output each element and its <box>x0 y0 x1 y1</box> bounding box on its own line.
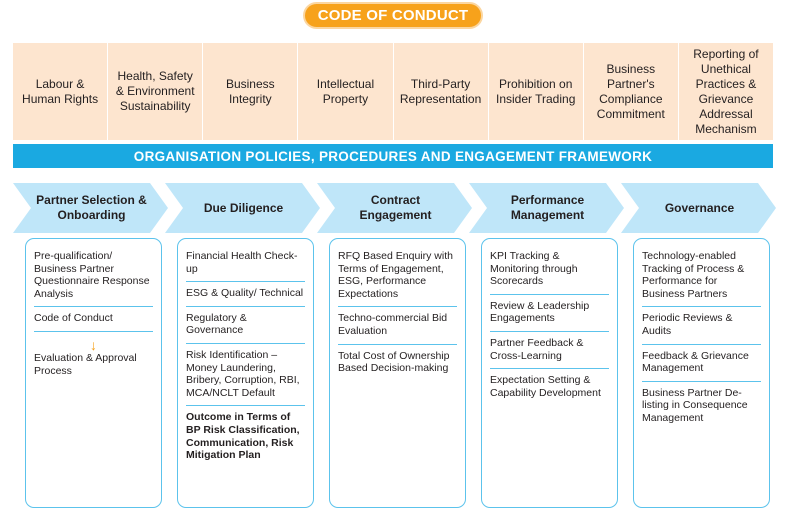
code-item-compliance-commitment: Business Partner's Compliance Commitment <box>582 43 678 140</box>
stage-box-governance: Technology-enabled Tracking of Process &… <box>633 238 770 508</box>
stage-chevron-partner-selection: Partner Selection & Onboarding <box>13 183 168 233</box>
stage-box-due-diligence: Financial Health Check-up ESG & Quality/… <box>177 238 314 508</box>
stage-item: Pre-qualification/ Business Partner Ques… <box>34 250 150 300</box>
stage-item-outcome: Outcome in Terms of BP Risk Classificati… <box>186 405 305 467</box>
stage-chevron-contract-engagement: Contract Engagement <box>317 183 472 233</box>
stage-item: Financial Health Check-up <box>186 250 298 275</box>
code-item-health-safety: Health, Safety & Environment Sustainabil… <box>107 43 202 140</box>
code-item-grievance-reporting: Reporting of Unethical Practices & Griev… <box>677 43 773 140</box>
stage-item: Periodic Reviews & Audits <box>642 306 761 343</box>
stage-item: RFQ Based Enquiry with Terms of Engageme… <box>338 250 453 300</box>
stage-item: Regulatory & Governance <box>186 305 305 343</box>
stage-box-contract-engagement: RFQ Based Enquiry with Terms of Engageme… <box>329 238 466 508</box>
stage-item: Business Partner De-listing in Consequen… <box>642 380 761 431</box>
framework-banner: ORGANISATION POLICIES, PROCEDURES AND EN… <box>13 144 773 168</box>
stage-item: Technology-enabled Tracking of Process &… <box>642 250 745 300</box>
stage-chevron-governance: Governance <box>621 183 776 233</box>
code-item-insider-trading: Prohibition on Insider Trading <box>487 43 583 140</box>
stage-item-text: Evaluation & Approval Process <box>34 351 137 377</box>
stage-box-partner-selection: Pre-qualification/ Business Partner Ques… <box>25 238 162 508</box>
stage-item: Risk Identification – Money Laundering, … <box>186 342 305 405</box>
stage-item: Code of Conduct <box>34 306 153 331</box>
stage-box-performance-management: KPI Tracking & Monitoring through Scorec… <box>481 238 618 508</box>
stage-item: Feedback & Grievance Management <box>642 343 761 381</box>
code-item-intellectual-property: Intellectual Property <box>297 43 392 140</box>
stage-chevron-due-diligence: Due Diligence <box>165 183 320 233</box>
stage-item: Total Cost of Ownership Based Decision-m… <box>338 343 457 381</box>
code-items-row: Labour & Human Rights Health, Safety & E… <box>13 43 773 140</box>
code-item-labour: Labour & Human Rights <box>22 76 99 106</box>
stage-item: KPI Tracking & Monitoring through Scorec… <box>490 250 578 288</box>
stage-item: ESG & Quality/ Technical <box>186 281 305 306</box>
stage-item: Expectation Setting & Capability Develop… <box>490 368 609 405</box>
down-arrow-icon: ↓ <box>90 336 97 353</box>
stage-chevron-performance-management: Performance Management <box>469 183 624 233</box>
code-of-conduct-title: CODE OF CONDUCT <box>303 2 483 29</box>
code-item-business-integrity: Business Integrity <box>202 43 297 140</box>
stage-item: Review & Leadership Engagements <box>490 293 609 331</box>
stage-item: ↓ Evaluation & Approval Process <box>34 330 153 383</box>
stage-item: Partner Feedback & Cross-Learning <box>490 330 609 368</box>
code-item-third-party: Third-Party Representation <box>392 43 488 140</box>
stage-item: Techno-commercial Bid Evaluation <box>338 306 457 343</box>
